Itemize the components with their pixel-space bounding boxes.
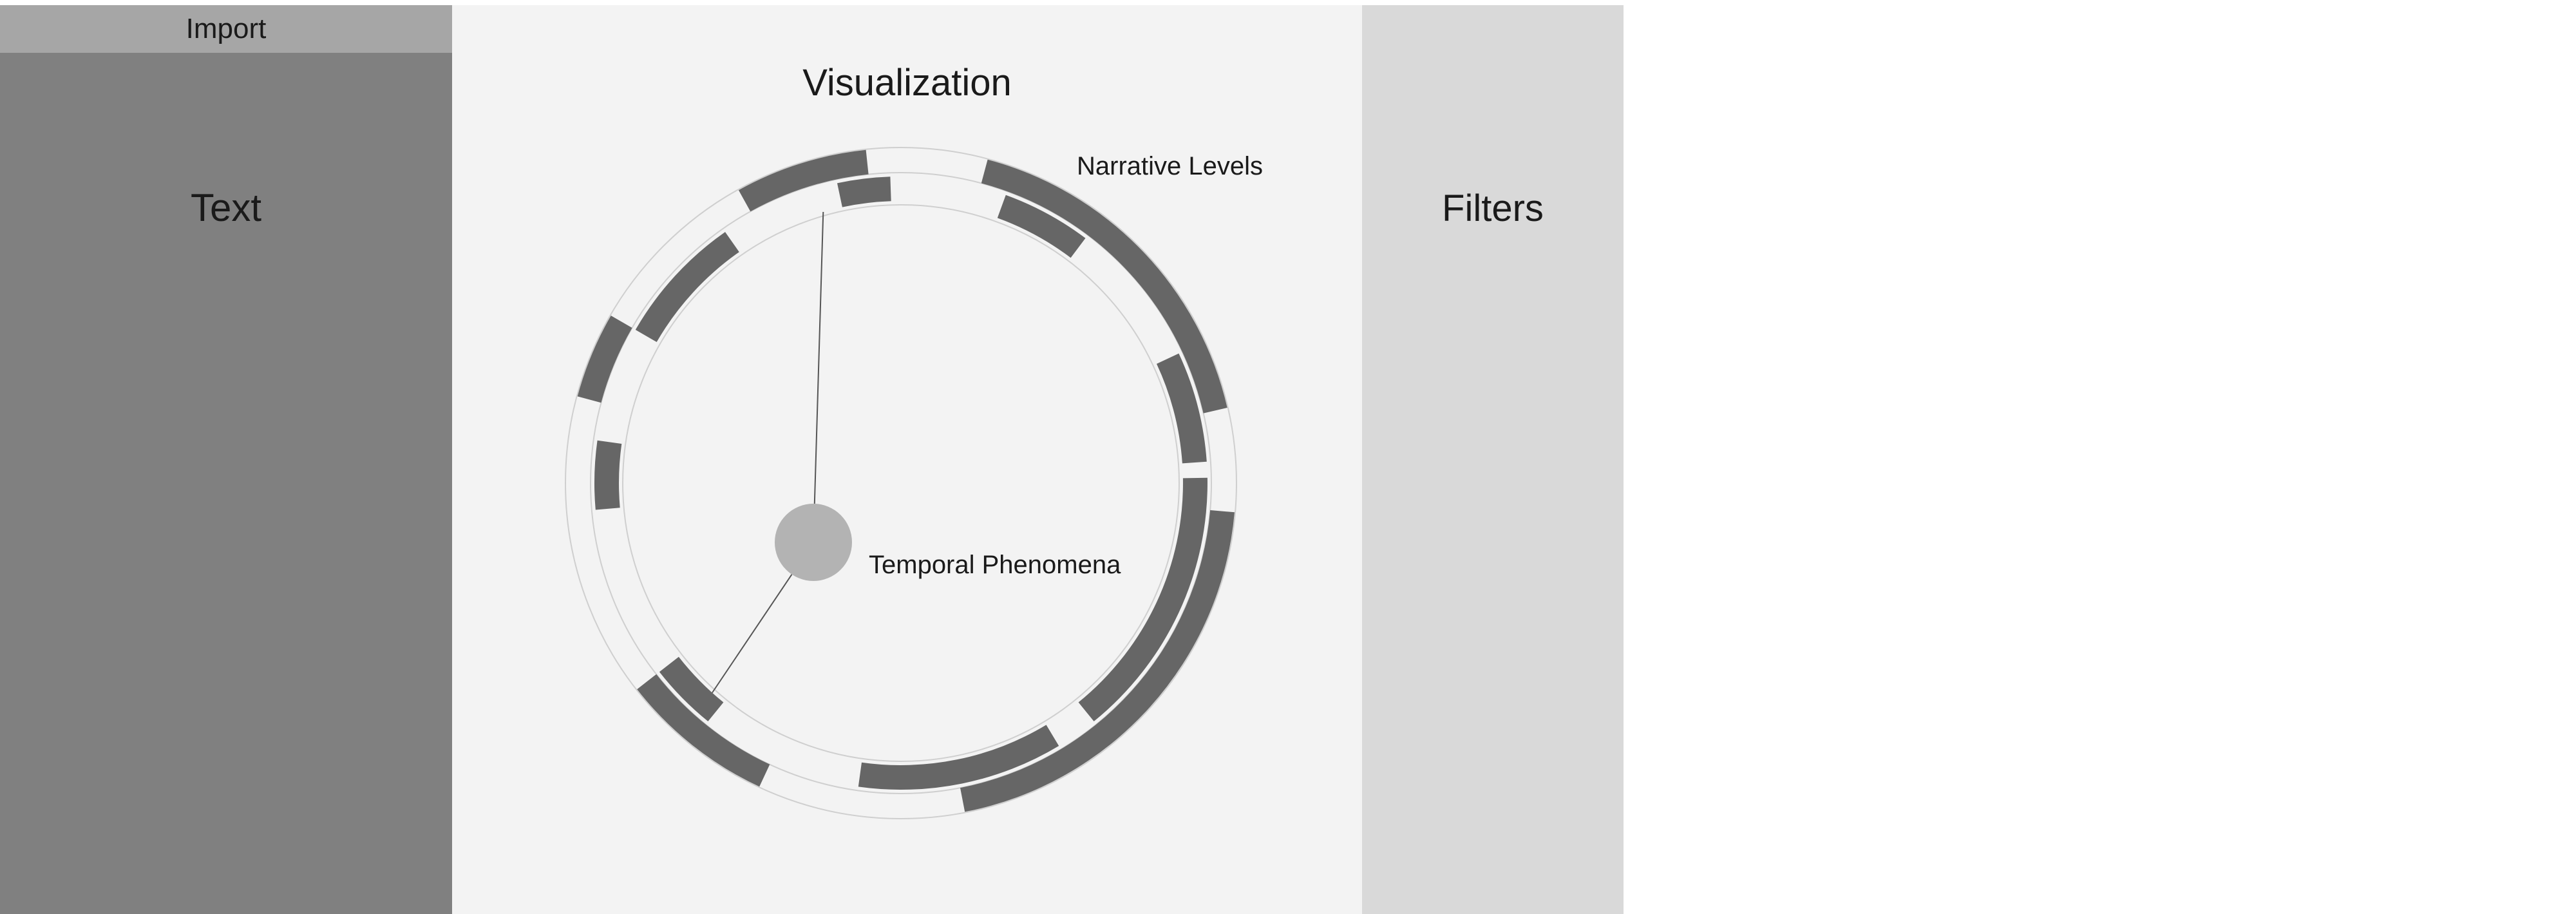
outer-ring-segment-0[interactable] [637,674,770,787]
inner-ring-segment-0[interactable] [659,656,724,721]
visualization-title: Visualization [802,62,1012,104]
inner-ring-segment-5[interactable] [1157,353,1207,464]
outer-ring-segments[interactable] [577,149,1235,812]
outer-ring-segment-1[interactable] [577,316,632,403]
inner-ring-segment-4[interactable] [997,195,1086,258]
text-panel-title: Text [190,186,262,229]
link-line-0 [712,574,793,694]
narrative-levels-label: Narrative Levels [1077,152,1263,180]
ring-guide-1 [590,172,1212,794]
link-line-1 [813,211,824,504]
ring-guides [565,147,1237,819]
link-lines [712,211,824,694]
inner-ring-segment-7[interactable] [858,725,1059,790]
text-panel: Import Text [0,5,452,914]
inner-ring-segment-1[interactable] [594,440,622,510]
center-node[interactable] [775,504,852,581]
inner-ring-segment-2[interactable] [635,232,739,342]
outer-ring-segment-4[interactable] [960,510,1235,812]
radial-visualization[interactable]: Narrative Levels Temporal Phenomena [452,5,1362,914]
temporal-phenomena-label: Temporal Phenomena [869,551,1121,579]
outer-ring-segment-2[interactable] [738,149,869,212]
ring-guide-0 [622,204,1180,762]
inner-ring-segments[interactable] [594,176,1208,790]
filters-panel: Filters [1362,5,1624,914]
import-button[interactable]: Import [0,5,452,53]
visualization-panel: Visualization Narrative Levels Temporal … [452,5,1362,914]
inner-ring-segment-6[interactable] [1078,477,1208,721]
inner-ring-segment-3[interactable] [837,176,891,207]
filters-title: Filters [1442,187,1544,229]
ring-guide-2 [565,147,1237,819]
outer-ring-segment-3[interactable] [981,159,1227,414]
